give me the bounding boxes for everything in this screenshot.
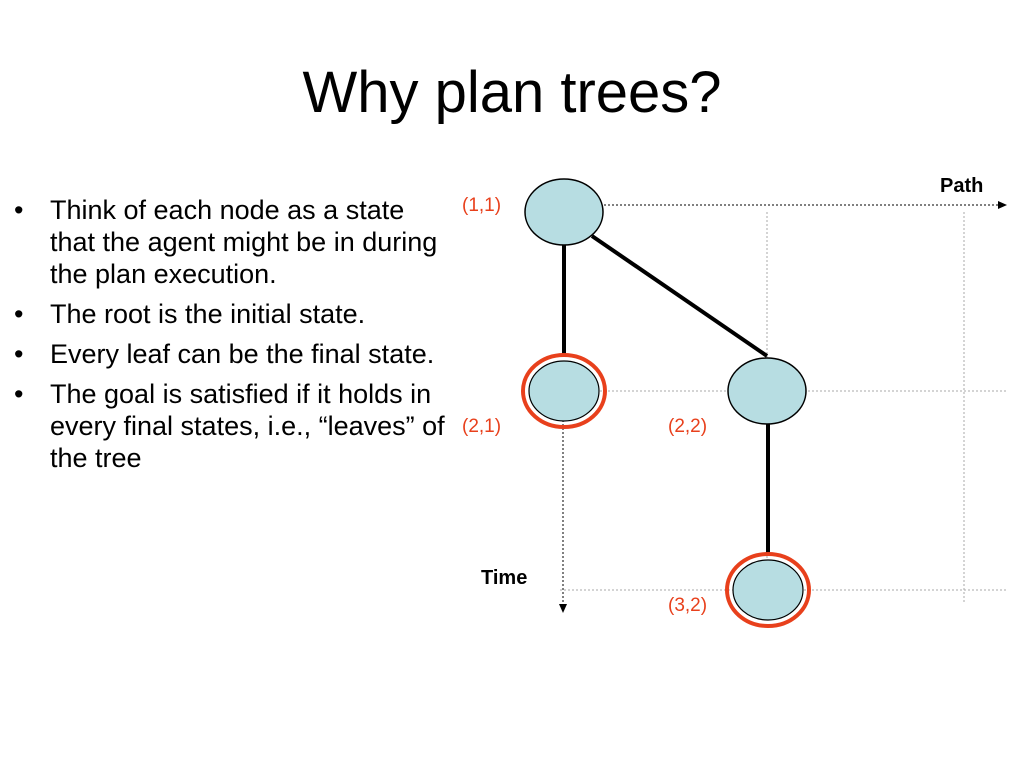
bullet-item: • The root is the initial state. <box>14 298 454 330</box>
bullet-text: Think of each node as a state that the a… <box>50 195 438 289</box>
bullet-marker: • <box>14 379 24 409</box>
node-label: (2,2) <box>668 416 707 437</box>
bullet-item: • Every leaf can be the final state. <box>14 338 454 370</box>
bullet-text: The goal is satisfied if it holds in eve… <box>50 379 445 473</box>
node-label: (3,2) <box>668 595 707 616</box>
bullet-item: • The goal is satisfied if it holds in e… <box>14 378 454 474</box>
time-axis-label: Time <box>481 567 527 589</box>
node-circle <box>732 559 804 621</box>
node-circle <box>727 357 807 425</box>
node-circle <box>528 360 600 422</box>
tree-node-leaf <box>521 353 607 429</box>
bullet-item: • Think of each node as a state that the… <box>14 194 454 290</box>
path-axis-label: Path <box>940 175 983 197</box>
node-label: (2,1) <box>462 416 501 437</box>
bullet-marker: • <box>14 299 24 329</box>
tree-node-leaf <box>725 552 811 628</box>
node-circle <box>524 178 604 246</box>
bullet-marker: • <box>14 195 24 225</box>
bullet-text: Every leaf can be the final state. <box>50 339 435 369</box>
leaf-highlight-ring <box>725 552 811 628</box>
bullet-text: The root is the initial state. <box>50 299 366 329</box>
tree-node <box>727 357 807 425</box>
slide-title: Why plan trees? <box>302 60 722 125</box>
bullet-list: • Think of each node as a state that the… <box>14 194 454 482</box>
node-label: (1,1) <box>462 195 501 216</box>
bullet-marker: • <box>14 339 24 369</box>
tree-node <box>524 178 604 246</box>
tree-edges <box>562 234 770 554</box>
leaf-highlight-ring <box>521 353 607 429</box>
edge-root-to-right <box>590 234 769 358</box>
